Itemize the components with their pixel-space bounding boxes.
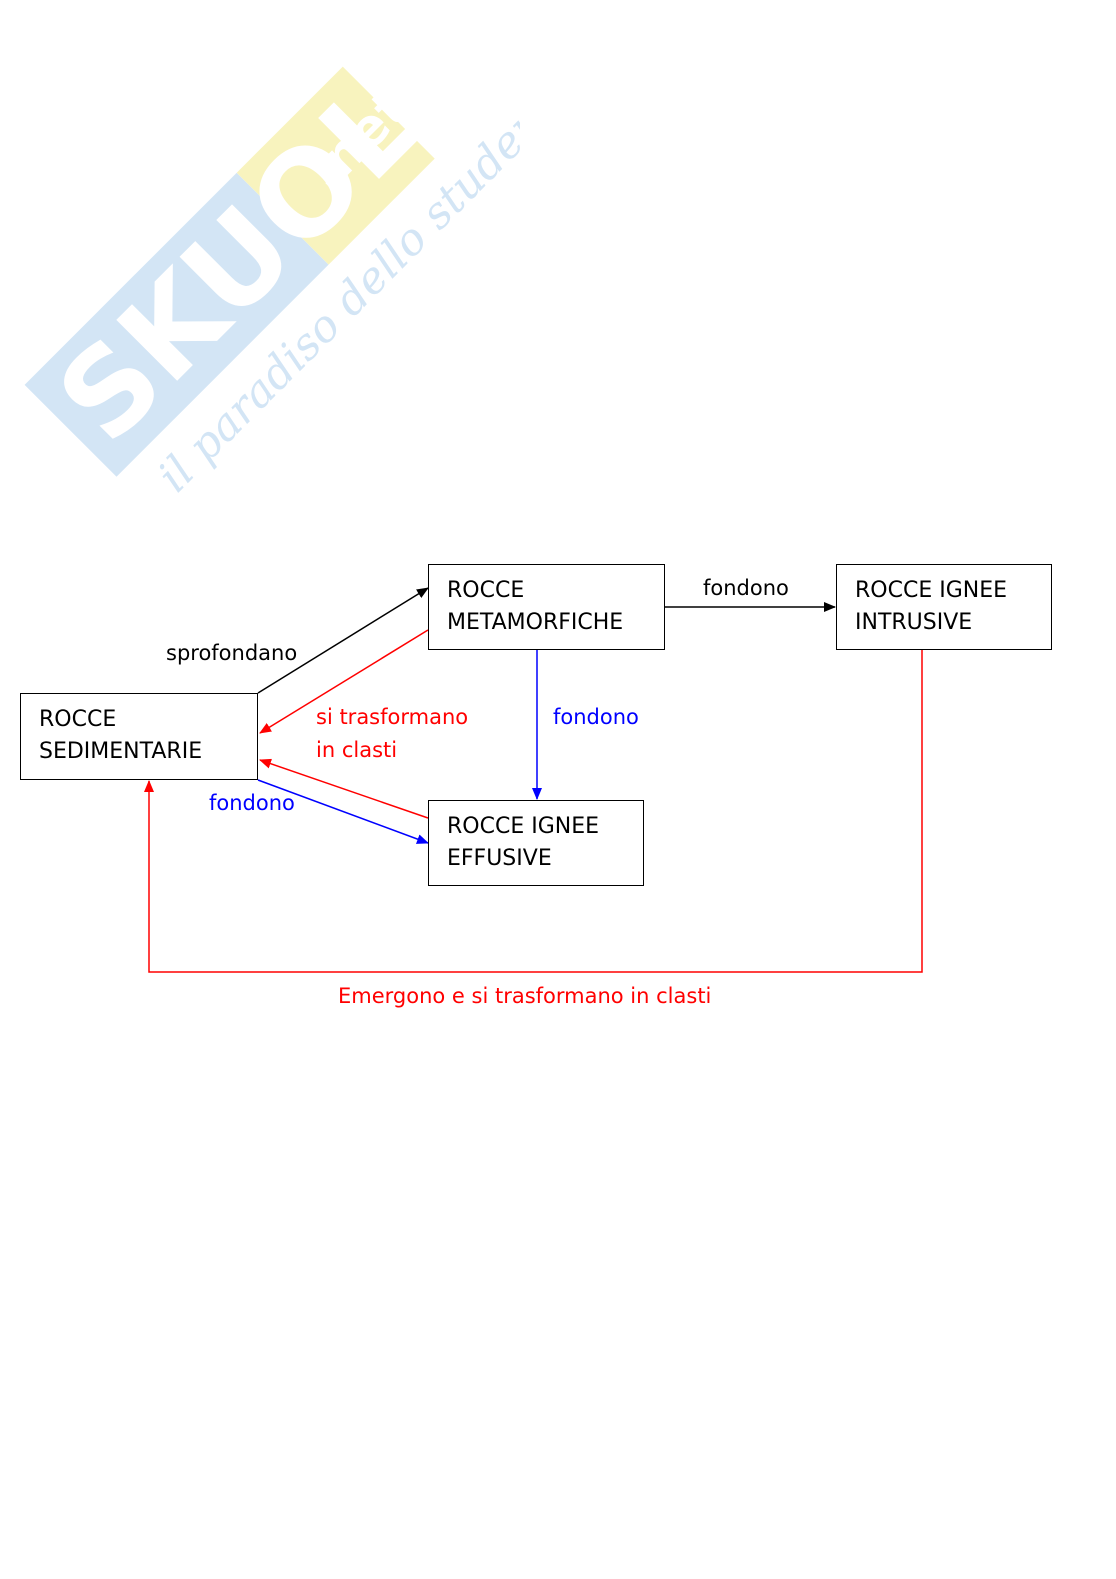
edge-label-fondono-intrusive: fondono (703, 576, 789, 600)
node-label-line2: EFFUSIVE (447, 846, 552, 871)
node-rocce-ignee-intrusive: ROCCE IGNEE INTRUSIVE (836, 564, 1052, 650)
node-rocce-metamorfiche: ROCCE METAMORFICHE (428, 564, 665, 650)
edge-sedimentarie-to-effusive-arrow (257, 779, 429, 844)
edge-label-sprofondano: sprofondano (166, 641, 298, 665)
edge-label-si-trasformano: si trasformano (316, 705, 469, 729)
node-label-line2: INTRUSIVE (855, 610, 973, 635)
edge-label-emergono: Emergono e si trasformano in clasti (338, 984, 712, 1008)
node-label-line1: ROCCE (447, 578, 525, 603)
node-rocce-ignee-effusive: ROCCE IGNEE EFFUSIVE (428, 800, 644, 886)
edge-label-in-clasti: in clasti (316, 738, 398, 762)
node-label-line1: ROCCE IGNEE (447, 814, 600, 839)
edge-effusive-to-sedimentarie-arrow (259, 758, 429, 819)
edge-metamorfiche-to-sedimentarie-arrow (259, 629, 429, 734)
edge-emergono-arrow (144, 650, 923, 973)
edge-label-fondono-effusive-diag: fondono (209, 791, 295, 815)
node-label-line1: ROCCE IGNEE (855, 578, 1008, 603)
edge-label-fondono-effusive-vertical: fondono (553, 705, 639, 729)
node-rocce-sedimentarie: ROCCE SEDIMENTARIE (20, 693, 258, 780)
node-label-line2: METAMORFICHE (447, 610, 624, 635)
skuola-watermark-logo: SKUOLA .net il paradiso dello studente (24, 0, 520, 502)
node-label-line2: SEDIMENTARIE (39, 739, 203, 764)
node-label-line1: ROCCE (39, 707, 117, 732)
edge-sprofondano-arrow (257, 587, 429, 694)
